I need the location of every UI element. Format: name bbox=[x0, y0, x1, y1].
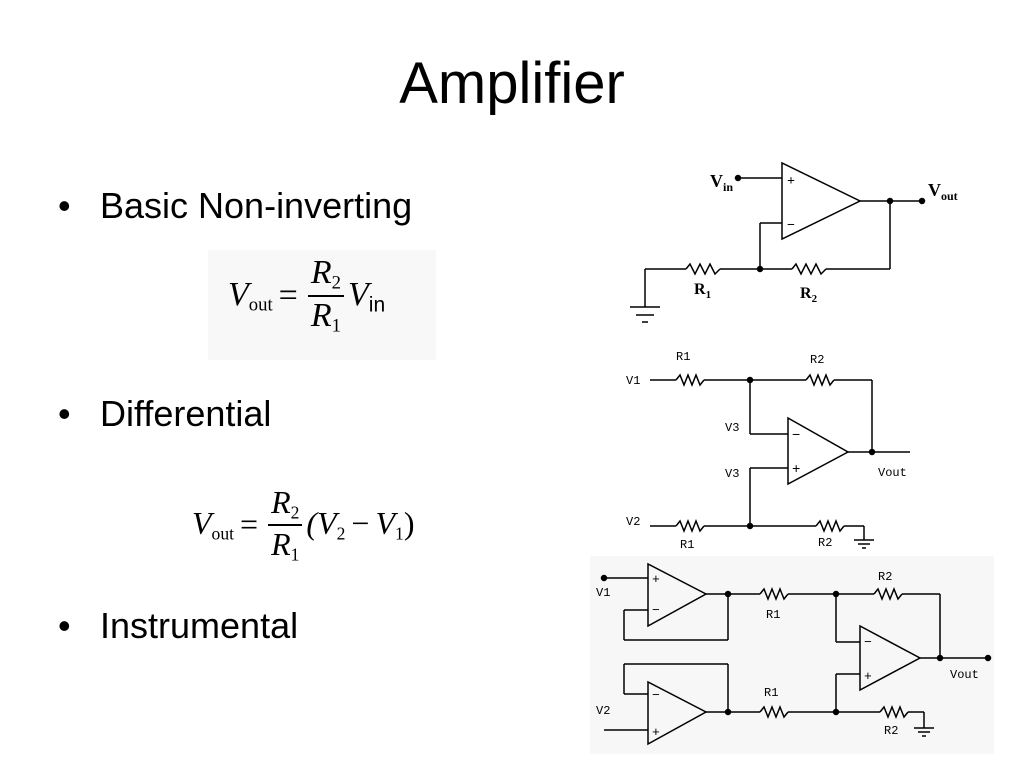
noninverting-circuit-diagram: + − Vin Vout R1 R2 bbox=[630, 161, 958, 323]
bullet-label: Differential bbox=[100, 393, 272, 434]
opamp-minus-label: − bbox=[792, 428, 800, 444]
v1-label: V1 bbox=[596, 586, 610, 600]
bullet-marker: • bbox=[58, 605, 71, 646]
formula-lhs: Vout bbox=[228, 276, 273, 316]
opamp-symbol bbox=[781, 161, 862, 241]
resistor-r2-bottom bbox=[815, 518, 845, 534]
formula-fraction: R2 R1 bbox=[307, 256, 344, 337]
formula-lhs: Vout bbox=[192, 505, 235, 544]
resistor-r1-top bbox=[675, 372, 705, 388]
slide-title: Amplifier bbox=[399, 51, 625, 116]
v2-label: V2 bbox=[596, 704, 610, 718]
opamp-top-minus-label: − bbox=[652, 603, 660, 618]
resistor-r1-bottom bbox=[759, 704, 789, 720]
r2-top-label: R2 bbox=[810, 353, 824, 367]
r1-top-label: R1 bbox=[766, 608, 780, 622]
opamp-buffer-bottom bbox=[647, 680, 708, 746]
vout-label: Vout bbox=[878, 466, 907, 480]
v1-label: V1 bbox=[626, 374, 640, 388]
bullet-differential: • Differential bbox=[58, 392, 271, 436]
v3-bottom-label: V3 bbox=[725, 467, 739, 481]
vout-label: Vout bbox=[928, 180, 958, 203]
formula-differential: Vout = R2 R1 (V2−V1) bbox=[192, 486, 414, 564]
r2-bottom-label: R2 bbox=[884, 724, 898, 738]
opamp-bottom-minus-label: − bbox=[652, 688, 660, 703]
instrumental-circuit-diagram: + − − + − + V1 V2 R1 R1 R2 R2 Vout bbox=[590, 556, 994, 754]
opamp-plus-label: + bbox=[792, 462, 800, 478]
resistor-r1 bbox=[685, 262, 721, 276]
bullet-instrumental: • Instrumental bbox=[58, 604, 298, 648]
bullet-label: Instrumental bbox=[100, 605, 299, 646]
r1-top-label: R1 bbox=[676, 350, 690, 364]
opamp-symbol bbox=[787, 416, 850, 486]
opamp-plus-label: + bbox=[787, 174, 795, 189]
v2-label: V2 bbox=[626, 515, 640, 529]
resistor-r2-bottom bbox=[879, 704, 909, 720]
opamp-minus-label: − bbox=[787, 218, 795, 233]
r1-bottom-label: R1 bbox=[764, 686, 778, 700]
formula-equals: = bbox=[278, 277, 298, 315]
vin-label: Vin bbox=[710, 171, 733, 194]
vout-label: Vout bbox=[950, 668, 979, 682]
formula-rhs: (V2−V1) bbox=[306, 505, 415, 544]
r1-bottom-label: R1 bbox=[680, 538, 694, 552]
opamp-bottom-plus-label: + bbox=[652, 725, 660, 740]
formula-noninverting: Vout = R2 R1 Vin bbox=[228, 256, 385, 337]
r1-label: R1 bbox=[694, 281, 711, 301]
bullet-basic-noninverting: • Basic Non-inverting bbox=[58, 184, 412, 228]
resistor-r1-bottom bbox=[675, 518, 705, 534]
resistor-r2 bbox=[791, 262, 827, 276]
bullet-marker: • bbox=[58, 393, 71, 434]
resistor-r2-top bbox=[805, 372, 835, 388]
resistor-r2-top bbox=[873, 586, 903, 602]
r2-label: R2 bbox=[800, 285, 818, 305]
r2-bottom-label: R2 bbox=[818, 536, 832, 550]
bullet-marker: • bbox=[58, 185, 71, 226]
opamp-output-minus-label: − bbox=[864, 635, 872, 650]
opamp-output-plus-label: + bbox=[864, 669, 872, 684]
opamp-output bbox=[859, 624, 922, 692]
v3-top-label: V3 bbox=[725, 421, 739, 435]
formula-rhs: Vin bbox=[347, 275, 386, 316]
formula-equals: = bbox=[240, 506, 259, 543]
differential-circuit-diagram: − + V1 V2 V3 V3 R1 R2 R1 R2 Vout bbox=[626, 350, 910, 552]
formula-fraction: R2 R1 bbox=[268, 486, 303, 564]
opamp-top-plus-label: + bbox=[652, 572, 660, 587]
r2-top-label: R2 bbox=[878, 570, 892, 584]
formula-noninverting-background bbox=[208, 250, 436, 360]
bullet-label: Basic Non-inverting bbox=[100, 185, 413, 226]
resistor-r1-top bbox=[759, 586, 789, 602]
opamp-buffer-top bbox=[647, 562, 708, 628]
